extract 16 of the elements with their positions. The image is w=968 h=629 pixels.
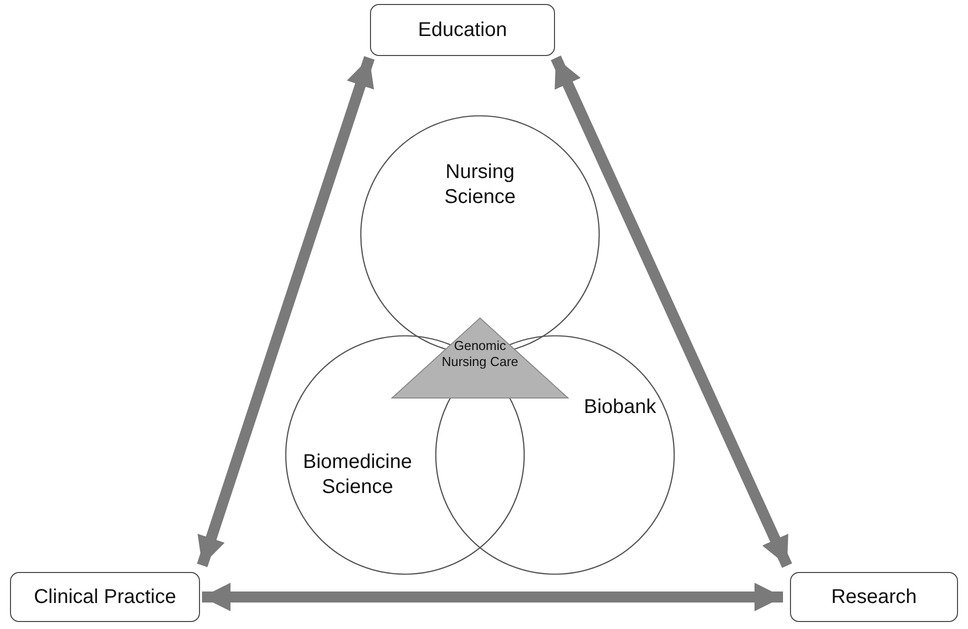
venn-circle <box>435 335 675 575</box>
category-label: Research <box>831 584 917 610</box>
category-box <box>10 572 200 622</box>
category-box <box>790 572 958 622</box>
category-label: Education <box>418 18 507 42</box>
category-box <box>370 4 555 56</box>
double-arrow <box>202 582 783 612</box>
circle-label: Biobank <box>582 395 658 420</box>
venn-circle <box>285 335 525 575</box>
circle-label: Biomedicine Science <box>302 450 413 500</box>
double-arrow <box>196 56 375 568</box>
circle-label: Nursing Science <box>443 160 517 210</box>
triangle-label: Genomic Nursing Care <box>440 338 520 370</box>
category-label: Clinical Practice <box>34 584 176 610</box>
double-arrow <box>550 56 792 568</box>
center-triangle <box>392 318 568 398</box>
